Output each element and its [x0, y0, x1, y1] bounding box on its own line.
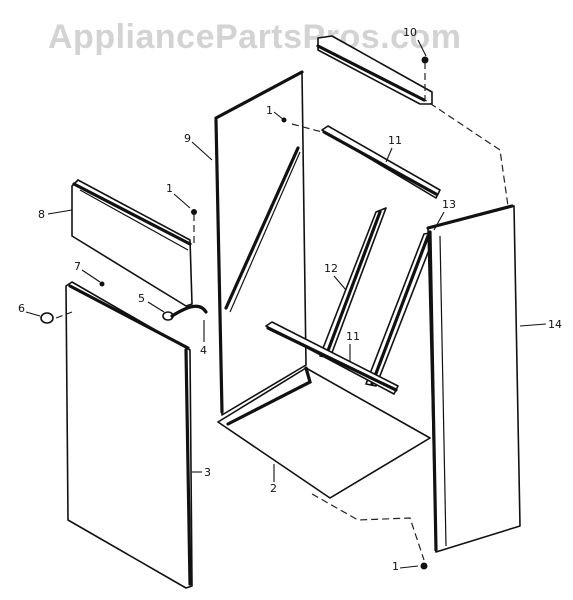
callout-11-upper: 11: [388, 134, 402, 147]
callout-1-bottom: 1: [392, 560, 399, 573]
callout-2: 2: [270, 482, 277, 495]
front-door-panel: [65, 281, 193, 589]
callout-10: 10: [403, 26, 417, 39]
callout-3: 3: [204, 466, 211, 479]
diagonal-rail: [365, 231, 437, 387]
callout-5: 5: [138, 292, 145, 305]
callout-7: 7: [74, 260, 81, 273]
right-side-panel: [426, 204, 521, 553]
callouts: 10 1 9 11 13 1 8 12 7 6 5 4 11: [18, 26, 562, 573]
base-pan: [217, 366, 431, 499]
callout-6: 6: [18, 302, 25, 315]
upper-brace: [321, 125, 441, 199]
callout-11-lower: 11: [346, 330, 360, 343]
callout-4: 4: [200, 344, 207, 357]
callout-9: 9: [184, 132, 191, 145]
rear-frame: [214, 70, 307, 416]
lower-brace: [265, 321, 399, 395]
callout-13: 13: [442, 198, 456, 211]
watermark: AppliancePartsPros.com: [48, 18, 462, 56]
callout-12: 12: [324, 262, 338, 275]
access-panel: [71, 179, 193, 307]
callout-8: 8: [38, 208, 45, 221]
callout-1-top: 1: [266, 104, 273, 117]
top-panel: [316, 35, 433, 105]
callout-1-left: 1: [166, 182, 173, 195]
callout-14: 14: [548, 318, 562, 331]
assembly-lines: [55, 62, 509, 561]
